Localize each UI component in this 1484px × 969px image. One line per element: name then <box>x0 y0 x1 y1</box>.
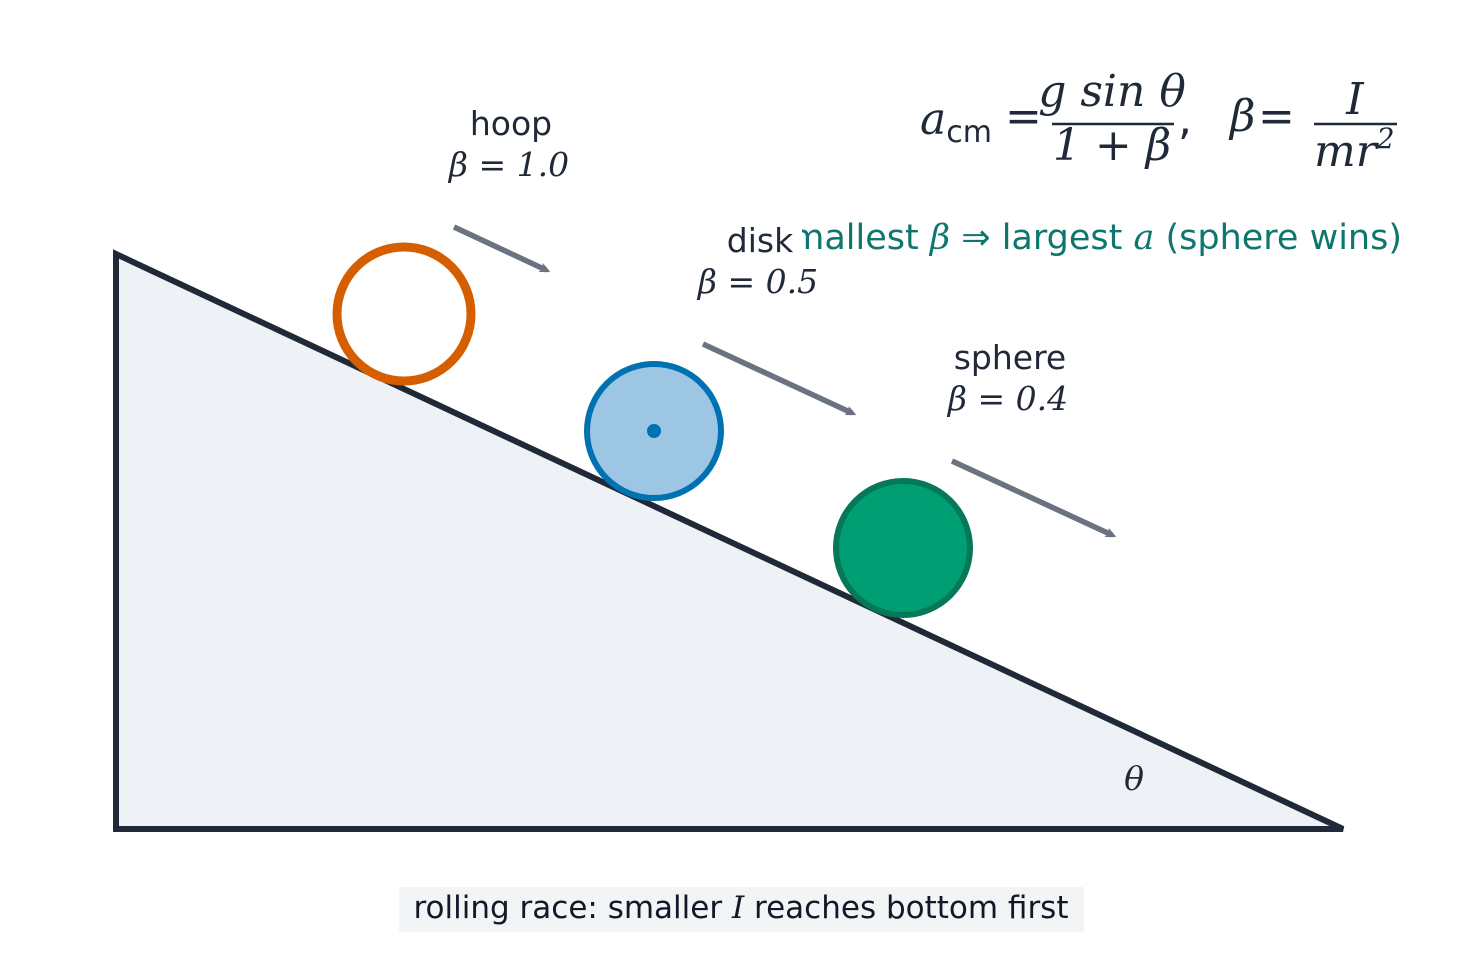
acceleration-formula: acm = g sin θ 1 + β , β = I mr2 <box>920 66 1397 177</box>
hoop-object: hoop β = 1.0 <box>332 104 569 386</box>
disk-motion-arrow <box>701 341 852 416</box>
formula-comma: , <box>1178 94 1192 145</box>
incline-ramp <box>113 249 1345 832</box>
sphere-label: sphere <box>954 338 1067 377</box>
sphere-beta-label: β = 0.4 <box>946 379 1068 418</box>
sphere-circle <box>833 478 973 618</box>
hoop-motion-arrow <box>452 224 546 273</box>
disk-center-dot <box>647 424 661 438</box>
smallest-beta-note: smallest β ⇒ largest a (sphere wins) <box>772 218 1402 258</box>
hoop-beta-label: β = 1.0 <box>447 145 569 184</box>
formula-numerator-2: I <box>1345 74 1365 125</box>
sphere-object: sphere β = 0.4 <box>833 338 1112 618</box>
hoop-circle <box>332 242 476 386</box>
formula-equals-1: = <box>1005 91 1042 142</box>
formula-numerator-1: g sin θ <box>1038 66 1186 117</box>
caption-text: rolling race: smaller I reaches bottom f… <box>413 890 1068 926</box>
angle-theta-label: θ <box>1124 759 1144 798</box>
formula-a-cm: acm <box>920 94 992 150</box>
hoop-label: hoop <box>470 104 552 143</box>
disk-object: disk β = 0.5 <box>584 221 852 501</box>
caption-background <box>399 887 1084 932</box>
formula-beta: β <box>1228 91 1255 142</box>
sphere-motion-arrow <box>950 458 1112 538</box>
formula-equals-2: = <box>1258 91 1295 142</box>
caption: rolling race: smaller I reaches bottom f… <box>399 887 1084 932</box>
disk-beta-label: β = 0.5 <box>696 262 818 301</box>
disk-label-backdrop <box>718 222 802 260</box>
formula-denominator-2: mr2 <box>1314 122 1395 177</box>
formula-denominator-1: 1 + β <box>1053 120 1171 171</box>
disk-label: disk <box>727 221 794 260</box>
